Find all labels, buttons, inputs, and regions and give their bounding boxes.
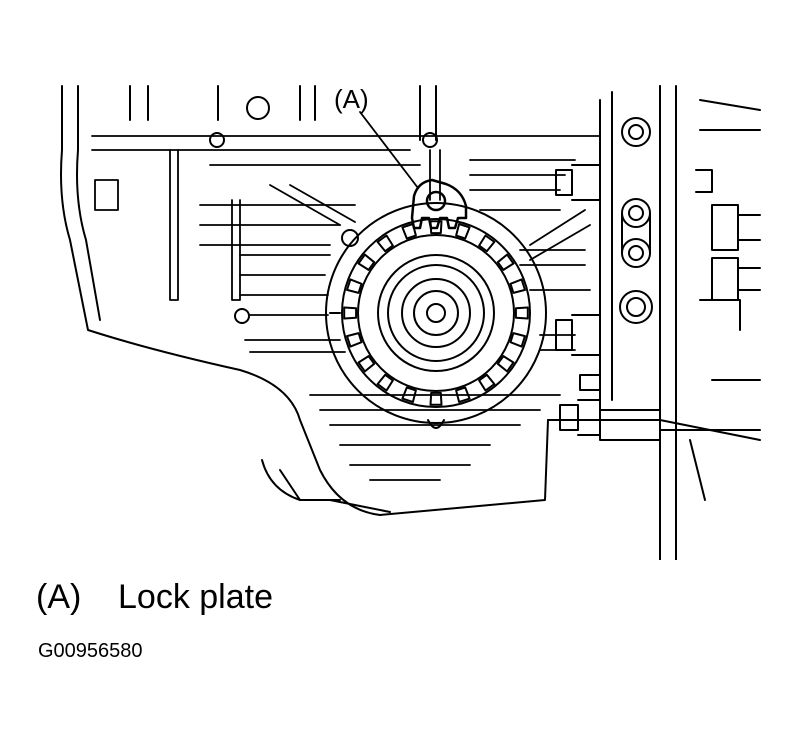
snap-ring-tab	[498, 255, 514, 270]
snap-ring-tab	[456, 388, 470, 403]
snap-ring-tab	[511, 333, 526, 347]
bolt-holes	[210, 97, 437, 323]
snap-ring-tab	[479, 236, 494, 252]
snap-ring-tab	[479, 375, 494, 391]
transmission-diagram	[0, 0, 795, 560]
legend: (A) Lock plate	[36, 578, 273, 617]
snap-ring-tab	[511, 279, 526, 293]
snap-ring-tab	[359, 255, 375, 270]
housing-outline	[61, 86, 548, 515]
figure-id: G00956580	[38, 640, 143, 662]
snap-ring-tab	[498, 356, 514, 371]
drum-assembly	[326, 203, 546, 428]
snap-ring-tab	[456, 224, 470, 239]
legend-description: Lock plate	[118, 578, 273, 616]
lock-plate	[412, 180, 466, 228]
snap-ring-tab	[402, 388, 416, 403]
valve-body	[548, 86, 760, 560]
snap-ring-tab	[344, 308, 356, 319]
snap-ring-tabs	[344, 221, 528, 405]
snap-ring-tab	[359, 356, 375, 371]
snap-ring-tab	[378, 236, 393, 252]
snap-ring-tab	[378, 375, 393, 391]
callout-a-label: (A)	[334, 84, 369, 114]
legend-key: (A)	[36, 578, 82, 616]
callout-leader-line	[360, 112, 418, 188]
casting-ribs	[92, 136, 600, 480]
snap-ring-tab	[431, 393, 442, 405]
snap-ring-tab	[516, 308, 528, 319]
snap-ring-tab	[347, 279, 362, 293]
snap-ring-tab	[347, 333, 362, 347]
